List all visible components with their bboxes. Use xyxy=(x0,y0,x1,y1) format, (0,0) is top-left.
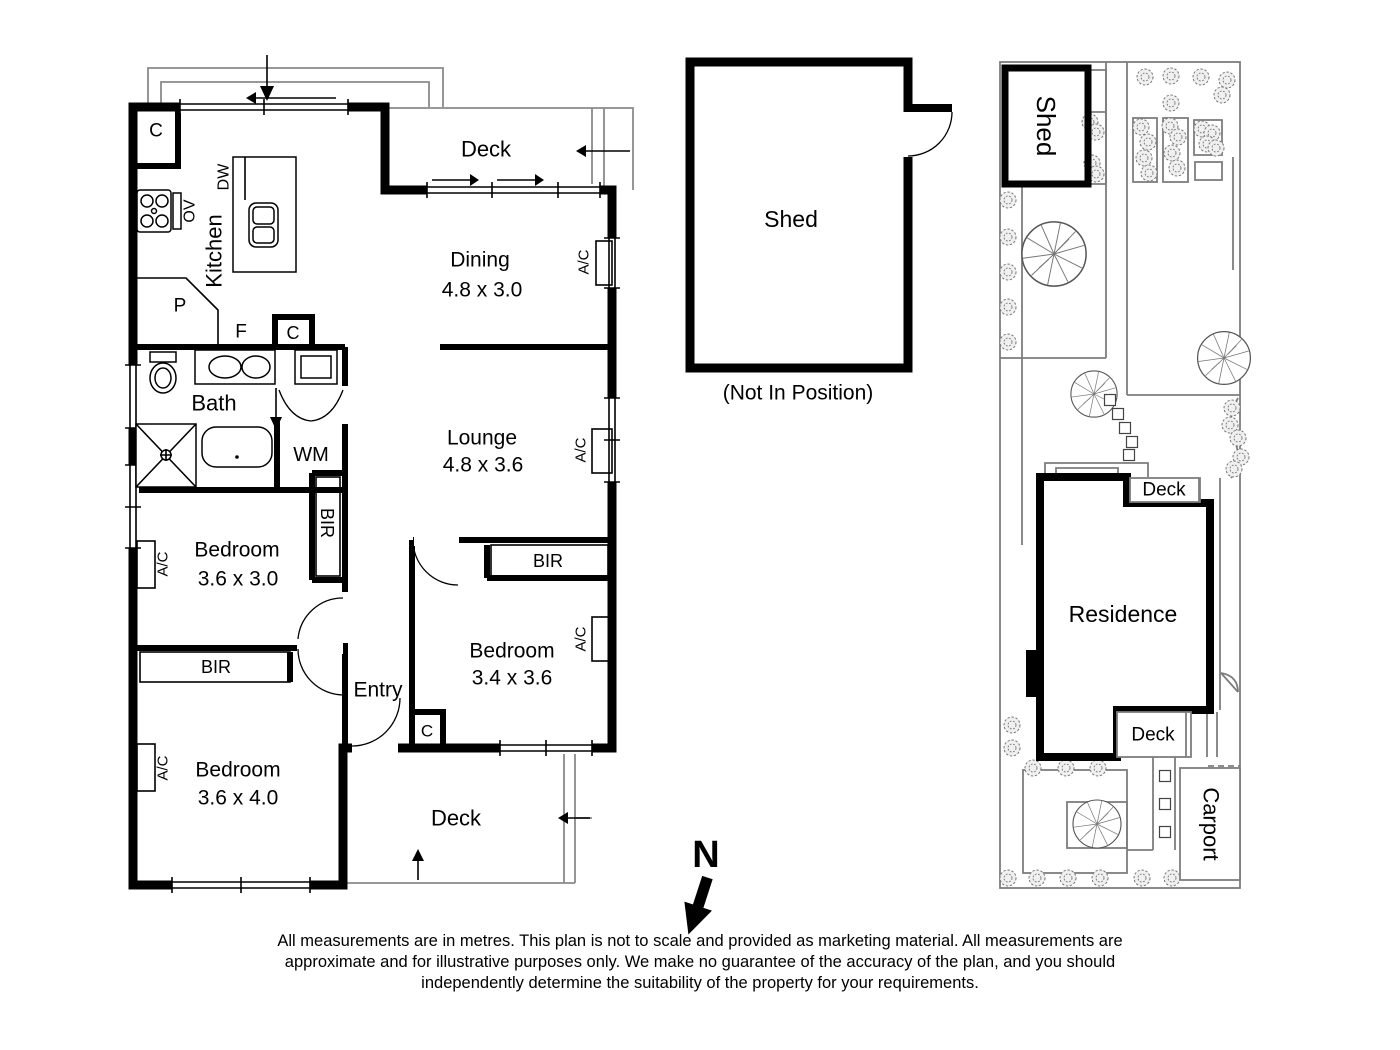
door-arcs xyxy=(278,389,459,747)
bath-fixtures xyxy=(135,349,338,488)
residence-outline xyxy=(1036,473,1214,761)
north-arrow: N xyxy=(684,834,720,935)
label-dining-dims: 4.8 x 3.0 xyxy=(442,279,523,302)
label-bir-bedroom2: BIR xyxy=(533,551,563,571)
label-site-deck-upper: Deck xyxy=(1142,480,1186,501)
label-dining: Dining xyxy=(450,249,510,272)
disclaimer: All measurements are in metres. This pla… xyxy=(277,932,1122,992)
label-bir-bedroom3: BIR xyxy=(201,657,231,677)
site-plan: Shed Deck Deck Carport Residence xyxy=(999,61,1252,889)
pantry-outline xyxy=(133,277,219,347)
label-ac-bedroom2: A/C xyxy=(573,626,590,651)
garden-beds xyxy=(1132,117,1223,183)
disclaimer-line2: approximate and for illustrative purpose… xyxy=(285,953,1115,971)
label-bedroom2: Bedroom xyxy=(469,640,554,663)
built-in-robes xyxy=(139,476,609,683)
label-bath: Bath xyxy=(191,391,236,416)
ac-units xyxy=(136,240,613,792)
label-site-shed: Shed xyxy=(1031,96,1061,157)
label-bedroom3-dims: 3.6 x 4.0 xyxy=(198,787,279,810)
label-shed-note: (Not In Position) xyxy=(723,382,874,405)
north-label: N xyxy=(692,834,719,876)
north-arrow-glyph xyxy=(684,875,713,935)
residence-porch xyxy=(1026,650,1040,697)
label-dishwasher: DW xyxy=(216,163,233,191)
windows xyxy=(125,99,620,893)
main-floorplan: C OV Kitchen DW P F C Bath WM Deck Dinin… xyxy=(125,55,634,893)
oven-bench xyxy=(172,192,182,230)
label-ac-bedroom3: A/C xyxy=(155,755,172,780)
shed-diagram: Shed (Not In Position) xyxy=(685,57,953,405)
label-closet-hall: C xyxy=(287,323,300,343)
carport-box: Carport xyxy=(1179,765,1241,881)
label-kitchen: Kitchen xyxy=(202,214,227,287)
label-washing-machine: WM xyxy=(293,444,329,466)
label-site-deck-lower: Deck xyxy=(1131,725,1175,746)
label-deck-bottom: Deck xyxy=(431,806,482,831)
label-bir-bedroom1: BIR xyxy=(317,508,337,538)
label-entry: Entry xyxy=(353,679,403,702)
bathtub xyxy=(201,426,273,468)
label-bedroom3: Bedroom xyxy=(195,759,280,782)
deck-top-outline xyxy=(385,107,634,190)
disclaimer-line3: independently determine the suitability … xyxy=(421,974,979,992)
site-deck-upper-box: Deck xyxy=(1129,477,1201,503)
label-closet-kitchen: C xyxy=(149,121,163,142)
label-bedroom1: Bedroom xyxy=(194,539,279,562)
label-ac-dining: A/C xyxy=(576,249,593,274)
label-bedroom1-dims: 3.6 x 3.0 xyxy=(198,568,279,591)
label-bedroom2-dims: 3.4 x 3.6 xyxy=(472,667,553,690)
label-ac-bedroom1: A/C xyxy=(155,551,172,576)
shower xyxy=(135,423,197,488)
label-closet-bedroom2: C xyxy=(421,722,433,741)
direction-arrows xyxy=(246,55,630,880)
site-fences xyxy=(1000,62,1240,874)
label-shed: Shed xyxy=(764,206,818,232)
label-residence: Residence xyxy=(1069,601,1178,627)
site-deck-lower-box: Deck xyxy=(1116,711,1192,758)
top-steps xyxy=(147,67,444,107)
label-pantry: P xyxy=(174,296,187,317)
label-ac-lounge: A/C xyxy=(573,437,590,462)
label-carport: Carport xyxy=(1199,787,1224,860)
label-fridge: F xyxy=(235,322,247,343)
label-lounge-dims: 4.8 x 3.6 xyxy=(443,454,524,477)
label-deck-top: Deck xyxy=(461,137,512,162)
kitchen-fixtures xyxy=(133,156,297,347)
disclaimer-line1: All measurements are in metres. This pla… xyxy=(277,932,1122,950)
toilet-cistern xyxy=(149,351,177,363)
site-shed-outline xyxy=(1001,64,1092,188)
label-oven: OV xyxy=(182,199,199,222)
label-lounge: Lounge xyxy=(447,427,517,450)
